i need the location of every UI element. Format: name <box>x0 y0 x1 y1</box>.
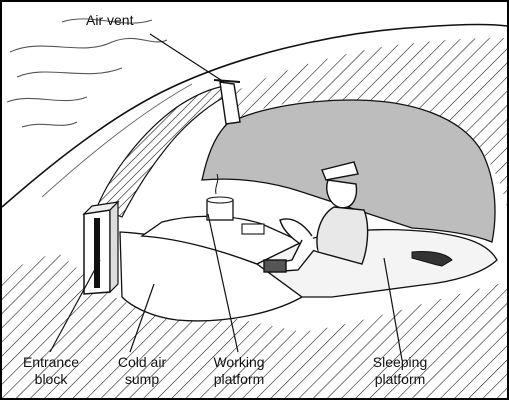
label-cold-air-sump: Cold air sump <box>102 354 182 388</box>
label-working-platform: Working platform <box>196 354 282 388</box>
label-air-vent: Air vent <box>86 12 133 29</box>
wind-lines <box>7 19 167 127</box>
label-sleeping-platform: Sleeping platform <box>354 354 446 388</box>
air-vent <box>214 80 240 124</box>
label-entrance-block: Entrance block <box>10 354 92 388</box>
